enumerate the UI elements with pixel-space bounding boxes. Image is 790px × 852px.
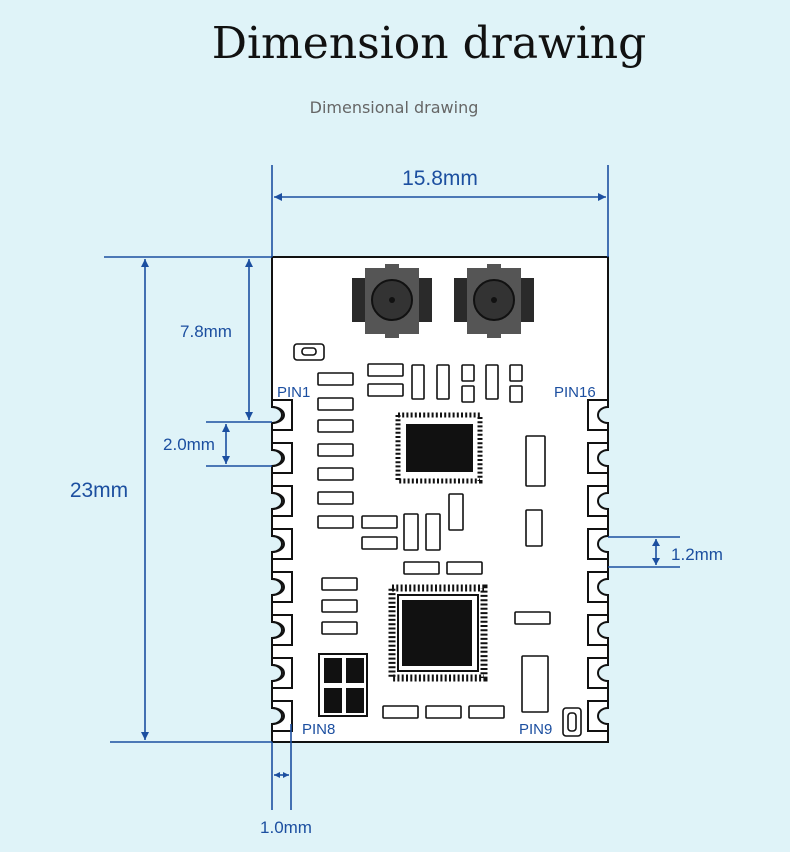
right-pads	[587, 399, 608, 732]
pin8-label: PIN8	[302, 721, 335, 738]
crystal-oscillator	[318, 653, 368, 717]
page-title: Dimension drawing	[211, 18, 647, 69]
pin1-label: PIN1	[277, 384, 310, 401]
passive-components	[293, 343, 582, 737]
pin9-label: PIN9	[519, 721, 552, 738]
height-label: 23mm	[70, 479, 128, 502]
left-pads	[271, 399, 293, 732]
pad-width-label: 1.2mm	[671, 545, 723, 564]
mcu-chip-1	[395, 412, 483, 484]
antenna-connector-1	[352, 264, 432, 338]
antenna-offset-label: 7.8mm	[180, 322, 232, 341]
dimension-lines	[104, 165, 680, 810]
pin16-label: PIN16	[554, 384, 596, 401]
mcu-chip-2	[388, 584, 488, 682]
pin-pitch-label: 2.0mm	[163, 435, 215, 454]
antenna-connector-2	[454, 264, 534, 338]
page-subtitle: Dimensional drawing	[309, 98, 479, 117]
edge-offset-label: 1.0mm	[260, 818, 312, 837]
width-label: 15.8mm	[402, 167, 478, 190]
